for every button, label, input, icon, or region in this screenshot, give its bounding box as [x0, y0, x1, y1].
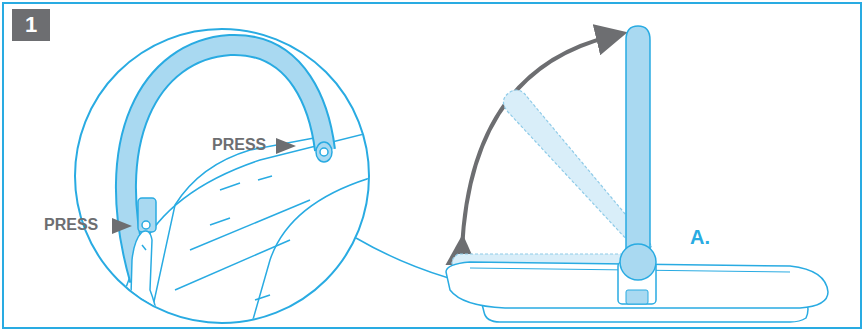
part-label: A.: [690, 226, 710, 249]
detail-view: [110, 45, 380, 330]
press-label: PRESS: [44, 216, 98, 234]
press-arrow: [276, 138, 296, 154]
step-number-box: 1: [12, 9, 50, 41]
ghost-handle: [452, 90, 652, 276]
press-label: PRESS: [212, 136, 266, 154]
press-arrow: [112, 218, 132, 234]
step-number: 1: [25, 12, 37, 38]
handle: [620, 26, 656, 280]
